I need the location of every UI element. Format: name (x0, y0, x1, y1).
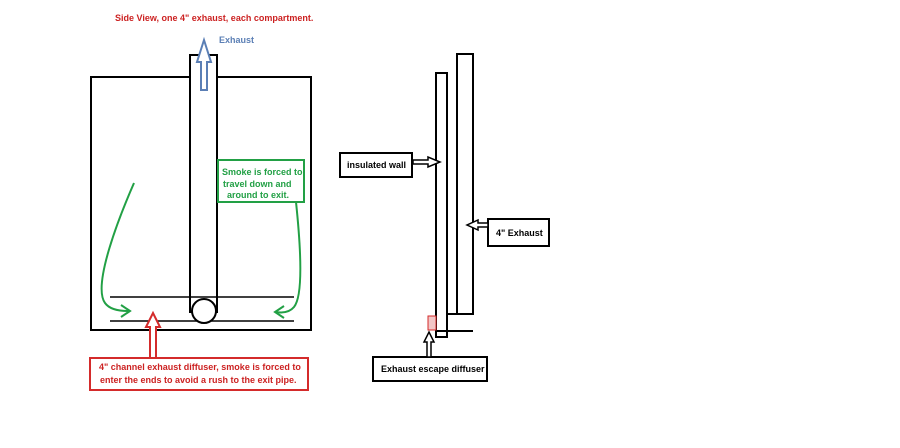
smoke-note-line: Smoke is forced to (222, 167, 303, 177)
smoke-note-line: around to exit. (227, 190, 290, 200)
insulated-wall-label: insulated wall (347, 160, 407, 170)
arrow-right-icon (412, 155, 442, 169)
insulated-wall-label-box (339, 152, 413, 178)
exhaust-channel (456, 53, 474, 315)
exhaust-label: Exhaust (219, 35, 255, 45)
arrow-right-icon (120, 304, 132, 318)
smoke-note-box (217, 159, 305, 203)
curved-arrow-icon (100, 182, 135, 312)
pipe-cross-section (191, 298, 217, 324)
smoke-note-line: travel down and (223, 179, 292, 189)
exhaust-pipe (189, 54, 218, 313)
diffuser-note-line: 4" channel exhaust diffuser, smoke is fo… (99, 362, 301, 372)
diffuser-note-box (89, 357, 309, 391)
exhaust-4in-label: 4" Exhaust (496, 228, 543, 238)
insulated-wall (435, 72, 448, 338)
exhaust-label-box (487, 218, 550, 247)
diffuser-note-line: enter the ends to avoid a rush to the ex… (100, 375, 297, 385)
arrow-left-icon (273, 305, 285, 319)
diffuser-label: Exhaust escape diffuser (381, 364, 485, 374)
curved-arrow-icon (275, 201, 302, 314)
arrow-left-icon (465, 218, 489, 232)
arrow-up-icon (144, 310, 162, 359)
diffuser-outlet (427, 315, 437, 331)
arrow-up-icon (195, 36, 213, 91)
diagram-title: Side View, one 4" exhaust, each compartm… (115, 13, 314, 23)
arrow-up-icon (422, 330, 436, 358)
diffuser-label-box (372, 356, 488, 382)
